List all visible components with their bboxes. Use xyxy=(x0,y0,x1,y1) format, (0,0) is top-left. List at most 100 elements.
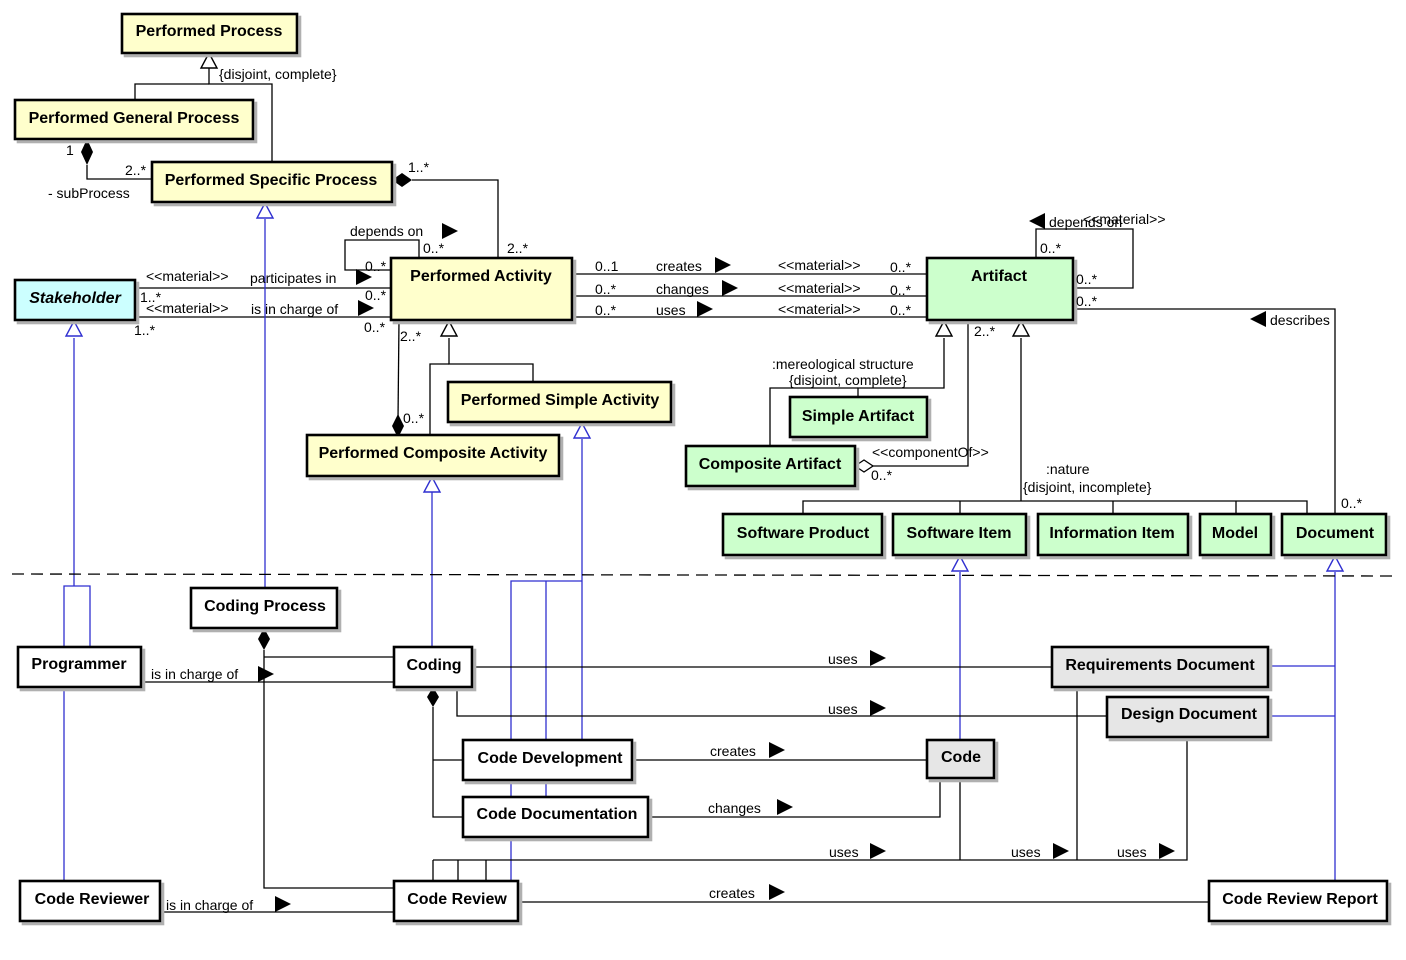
composition-diamond-icon xyxy=(392,173,412,187)
class-document[interactable]: Document xyxy=(1280,512,1388,557)
direction-arrow-icon xyxy=(769,742,785,758)
class-label: Document xyxy=(1296,525,1375,542)
class-artifact[interactable]: Artifact xyxy=(925,256,1075,322)
composition-diamond-icon xyxy=(427,687,439,707)
multiplicity-label: 0..* xyxy=(595,281,617,297)
multiplicity-label: 0..* xyxy=(403,410,425,426)
association-label: uses xyxy=(829,844,859,860)
direction-arrow-icon xyxy=(722,280,738,296)
composition-diamond-icon xyxy=(81,139,93,165)
multiplicity-label: 0..* xyxy=(423,240,445,256)
class-programmer[interactable]: Programmer xyxy=(16,645,143,689)
class-model[interactable]: Model xyxy=(1198,512,1273,557)
class-label: Information Item xyxy=(1049,525,1174,542)
role-label: - subProcess xyxy=(48,185,130,201)
class-performed-simple-activity[interactable]: Performed Simple Activity xyxy=(446,380,673,424)
generalization-triangle-icon xyxy=(439,319,459,337)
multiplicity-label: 0..* xyxy=(1076,271,1098,287)
multiplicity-label: 0..* xyxy=(890,282,912,298)
class-code-reviewer[interactable]: Code Reviewer xyxy=(18,879,162,923)
class-label: Coding Process xyxy=(204,598,326,615)
class-label: Composite Artifact xyxy=(699,456,842,473)
labels-layer: {disjoint, complete} 1 2..* - subProcess… xyxy=(48,66,1363,913)
class-label: Requirements Document xyxy=(1065,657,1255,674)
direction-arrow-icon xyxy=(870,843,886,859)
multiplicity-label: 0..* xyxy=(890,302,912,318)
edge-specific-process-generalization xyxy=(208,68,273,162)
composition-diamond-icon xyxy=(258,628,270,650)
edge-composite-artifact-generalization xyxy=(769,387,858,446)
edge-nature-branch xyxy=(802,500,1308,514)
instantiation-triangle-icon xyxy=(255,201,275,219)
class-performed-specific-process[interactable]: Performed Specific Process xyxy=(150,160,394,204)
constraint-label: {disjoint, incomplete} xyxy=(1023,479,1152,495)
class-software-item[interactable]: Software Item xyxy=(891,512,1028,557)
class-performed-general-process[interactable]: Performed General Process xyxy=(13,98,255,141)
edge-simple-artifact-generalization xyxy=(857,338,945,397)
multiplicity-label: 2..* xyxy=(507,240,529,256)
class-code-documentation[interactable]: Code Documentation xyxy=(461,795,650,839)
edge-coding-composition xyxy=(432,707,1188,881)
class-label: Software Item xyxy=(907,525,1012,542)
association-label: creates xyxy=(656,258,702,274)
stereotype-label: <<componentOf>> xyxy=(872,444,989,460)
layer-separator xyxy=(11,573,1393,577)
edge-coding-uses-design xyxy=(456,687,1107,717)
stereotype-label: <<material>> xyxy=(146,300,229,316)
class-label: Performed General Process xyxy=(29,110,240,127)
class-composite-artifact[interactable]: Composite Artifact xyxy=(684,444,857,488)
class-requirements-document[interactable]: Requirements Document xyxy=(1050,645,1270,689)
association-label: participates in xyxy=(250,270,336,286)
class-coding[interactable]: Coding xyxy=(392,645,474,689)
class-performed-composite-activity[interactable]: Performed Composite Activity xyxy=(305,433,561,478)
class-information-item[interactable]: Information Item xyxy=(1036,512,1190,557)
class-label: Programmer xyxy=(31,656,126,673)
multiplicity-label: 0..1 xyxy=(595,258,619,274)
generalization-set-label: :nature xyxy=(1046,461,1090,477)
direction-arrow-icon xyxy=(1159,843,1175,859)
class-design-document[interactable]: Design Document xyxy=(1105,695,1270,739)
direction-arrow-icon xyxy=(1250,311,1266,327)
association-label: uses xyxy=(656,302,686,318)
association-label: is in charge of xyxy=(251,301,338,317)
multiplicity-label: 2..* xyxy=(974,323,996,339)
direction-arrow-icon xyxy=(356,269,372,285)
multiplicity-label: 0..* xyxy=(890,259,912,275)
edge-stakeholder-instance xyxy=(63,338,91,647)
class-code[interactable]: Code xyxy=(925,738,996,780)
direction-arrow-icon xyxy=(358,300,374,316)
constraint-label: {disjoint, complete} xyxy=(789,372,907,388)
multiplicity-label: 0..* xyxy=(871,467,893,483)
edge-artifact-component-of xyxy=(872,320,969,467)
association-label: changes xyxy=(656,281,709,297)
class-simple-artifact[interactable]: Simple Artifact xyxy=(788,395,929,439)
class-code-review-report[interactable]: Code Review Report xyxy=(1207,879,1389,923)
direction-arrow-icon xyxy=(697,301,713,317)
class-code-review[interactable]: Code Review xyxy=(392,879,520,923)
multiplicity-label: 1..* xyxy=(134,322,156,338)
association-label: is in charge of xyxy=(151,666,238,682)
stereotype-label: <<material>> xyxy=(1083,211,1166,227)
association-label: creates xyxy=(710,743,756,759)
class-performed-process[interactable]: Performed Process xyxy=(120,12,299,55)
direction-arrow-icon xyxy=(777,799,793,815)
class-software-product[interactable]: Software Product xyxy=(721,512,884,557)
edge-general-process-generalization xyxy=(134,83,209,100)
edge-subprocess-composition xyxy=(86,165,152,180)
class-label: Code Reviewer xyxy=(35,891,150,908)
class-label: Artifact xyxy=(971,268,1028,285)
class-coding-process[interactable]: Coding Process xyxy=(189,586,339,630)
class-stakeholder[interactable]: Stakeholder xyxy=(13,278,137,322)
class-label: Code Development xyxy=(478,750,624,767)
edge-composite-activity-generalization xyxy=(429,363,449,435)
class-code-development[interactable]: Code Development xyxy=(461,738,634,782)
direction-arrow-icon xyxy=(258,666,274,682)
edge-activity-depends-on xyxy=(344,239,420,271)
class-label: Performed Composite Activity xyxy=(319,445,548,462)
direction-arrow-icon xyxy=(1029,213,1045,229)
stereotype-label: <<material>> xyxy=(146,268,229,284)
constraint-label: {disjoint, complete} xyxy=(219,66,337,82)
class-performed-activity[interactable]: Performed Activity xyxy=(389,256,574,322)
association-label: creates xyxy=(709,885,755,901)
